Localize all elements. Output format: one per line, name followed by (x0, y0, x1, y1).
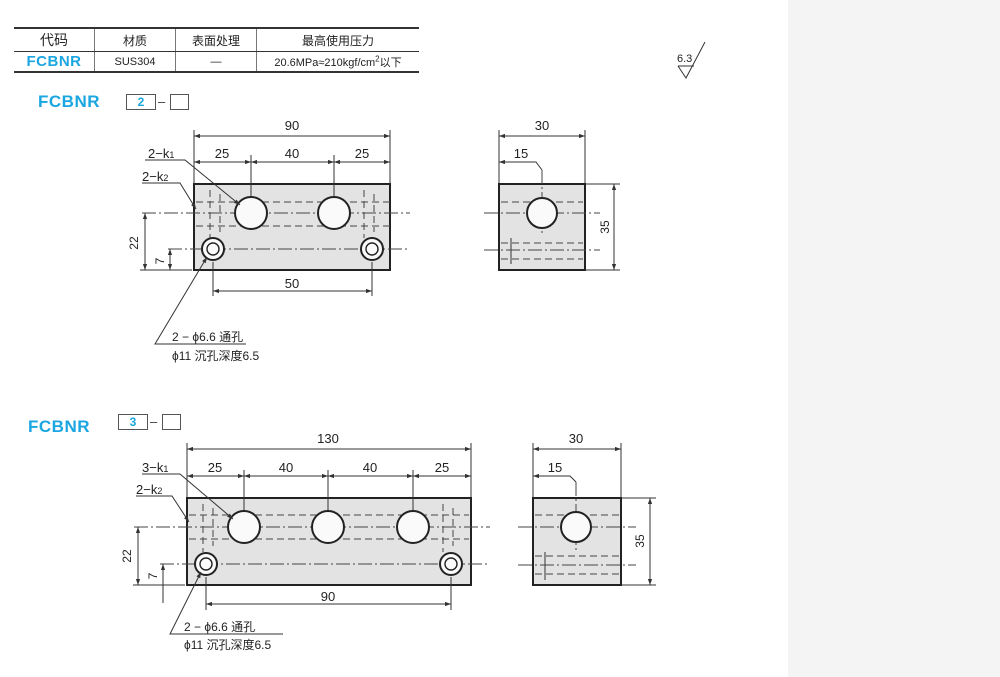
section3-side-width: 30 (569, 431, 583, 446)
section2-mount-hole (201, 237, 225, 261)
section3-blank-box[interactable] (162, 414, 181, 430)
section2-label-k2: 2−k2 (142, 169, 168, 184)
section2-selector-box[interactable]: 2 (126, 94, 156, 110)
section2-dim-overall: 90 (285, 118, 299, 133)
section2-dim-pitch: 25 (355, 146, 369, 161)
section2-code-label: FCBNR (38, 92, 100, 111)
header-code: 代码 (14, 27, 95, 52)
section2-side-width: 30 (535, 118, 549, 133)
roughness-symbol: 6.3 (677, 41, 706, 79)
section3-dim-pitch: 25 (208, 460, 222, 475)
section2-port-hole (317, 196, 351, 230)
section3-label-k2: 2−k2 (136, 482, 162, 497)
section2-dim-pitch: 40 (285, 146, 299, 161)
section2-dim-height-22: 22 (127, 236, 141, 250)
section3-dim-height-7: 7 (146, 572, 160, 579)
section2-side-height: 35 (598, 220, 612, 234)
cell-code: FCBNR (14, 51, 95, 73)
header-pressure: 最高使用压力 (256, 27, 419, 52)
section2-side-offset: 15 (514, 146, 528, 161)
section3-dim-pitch: 40 (363, 460, 377, 475)
section2-side-view: 30 15 35 (484, 118, 620, 271)
section2-side-port-hole (526, 197, 558, 229)
section2-front-body (193, 183, 391, 271)
section3-mount-hole (194, 552, 218, 576)
section3-dim-pitch: 25 (435, 460, 449, 475)
section3-port-hole (227, 510, 261, 544)
cell-surface: — (175, 51, 257, 73)
section3-dim-bottom-span: 90 (321, 589, 335, 604)
section3-code-label: FCBNR (28, 417, 90, 436)
section2-dim-pitch: 25 (215, 146, 229, 161)
section3-dim-overall: 130 (317, 431, 339, 446)
spec-table-row: FCBNR SUS304 — 20.6MPa≈210kgf/cm2以下 (14, 51, 419, 73)
section3-side-height: 35 (633, 534, 647, 548)
spec-table: 代码 材质 表面处理 最高使用压力 FCBNR SUS304 — 20.6MPa… (14, 27, 419, 73)
section2-dash: – (158, 94, 166, 109)
side-panel-background (788, 0, 1000, 677)
section3-side-view: 30 15 35 (518, 431, 656, 586)
roughness-value: 6.3 (677, 53, 692, 65)
pressure-tail: 以下 (379, 56, 402, 69)
section3-selector-box[interactable]: 3 (118, 414, 148, 430)
pressure-superscript: 2 (375, 53, 380, 63)
header-surface: 表面处理 (175, 27, 257, 52)
section3-dim-height-22: 22 (120, 549, 134, 563)
section2-note-line1: 2 − ϕ6.6 通孔 (172, 330, 243, 344)
section3-side-offset: 15 (548, 460, 562, 475)
section3-side-port-hole (560, 511, 592, 543)
section2-front-view: 90 25 40 25 50 2−k1 2−k2 22 7 2 − ϕ6.6 通… (127, 118, 410, 363)
section2-blank-box[interactable] (170, 94, 189, 110)
section3-front-view: 130 25 40 40 25 90 3−k1 2−k2 22 7 2 − ϕ6… (120, 431, 490, 652)
header-material: 材质 (94, 27, 176, 52)
section3-port-hole (311, 510, 345, 544)
cell-pressure: 20.6MPa≈210kgf/cm2以下 (256, 51, 419, 73)
section2-dim-height-7: 7 (153, 257, 167, 264)
spec-table-header-row: 代码 材质 表面处理 最高使用压力 (14, 27, 419, 52)
section3-mount-hole (439, 552, 463, 576)
section3-note-line2: ϕ11 沉孔深度6.5 (184, 637, 272, 652)
section2-dim-bottom-span: 50 (285, 276, 299, 291)
section3-note-line1: 2 − ϕ6.6 通孔 (184, 620, 255, 634)
section3-port-hole (396, 510, 430, 544)
cell-material: SUS304 (94, 51, 176, 73)
section3-dim-pitch: 40 (279, 460, 293, 475)
section3-dash: – (150, 414, 158, 429)
section2-note-line2: ϕ11 沉孔深度6.5 (172, 348, 260, 363)
section2-label-k1: 2−k1 (148, 146, 174, 161)
section2-mount-hole (360, 237, 384, 261)
pressure-main: 20.6MPa≈210kgf/cm (274, 56, 376, 69)
section2-port-hole (234, 196, 268, 230)
section3-label-k1: 3−k1 (142, 460, 168, 475)
